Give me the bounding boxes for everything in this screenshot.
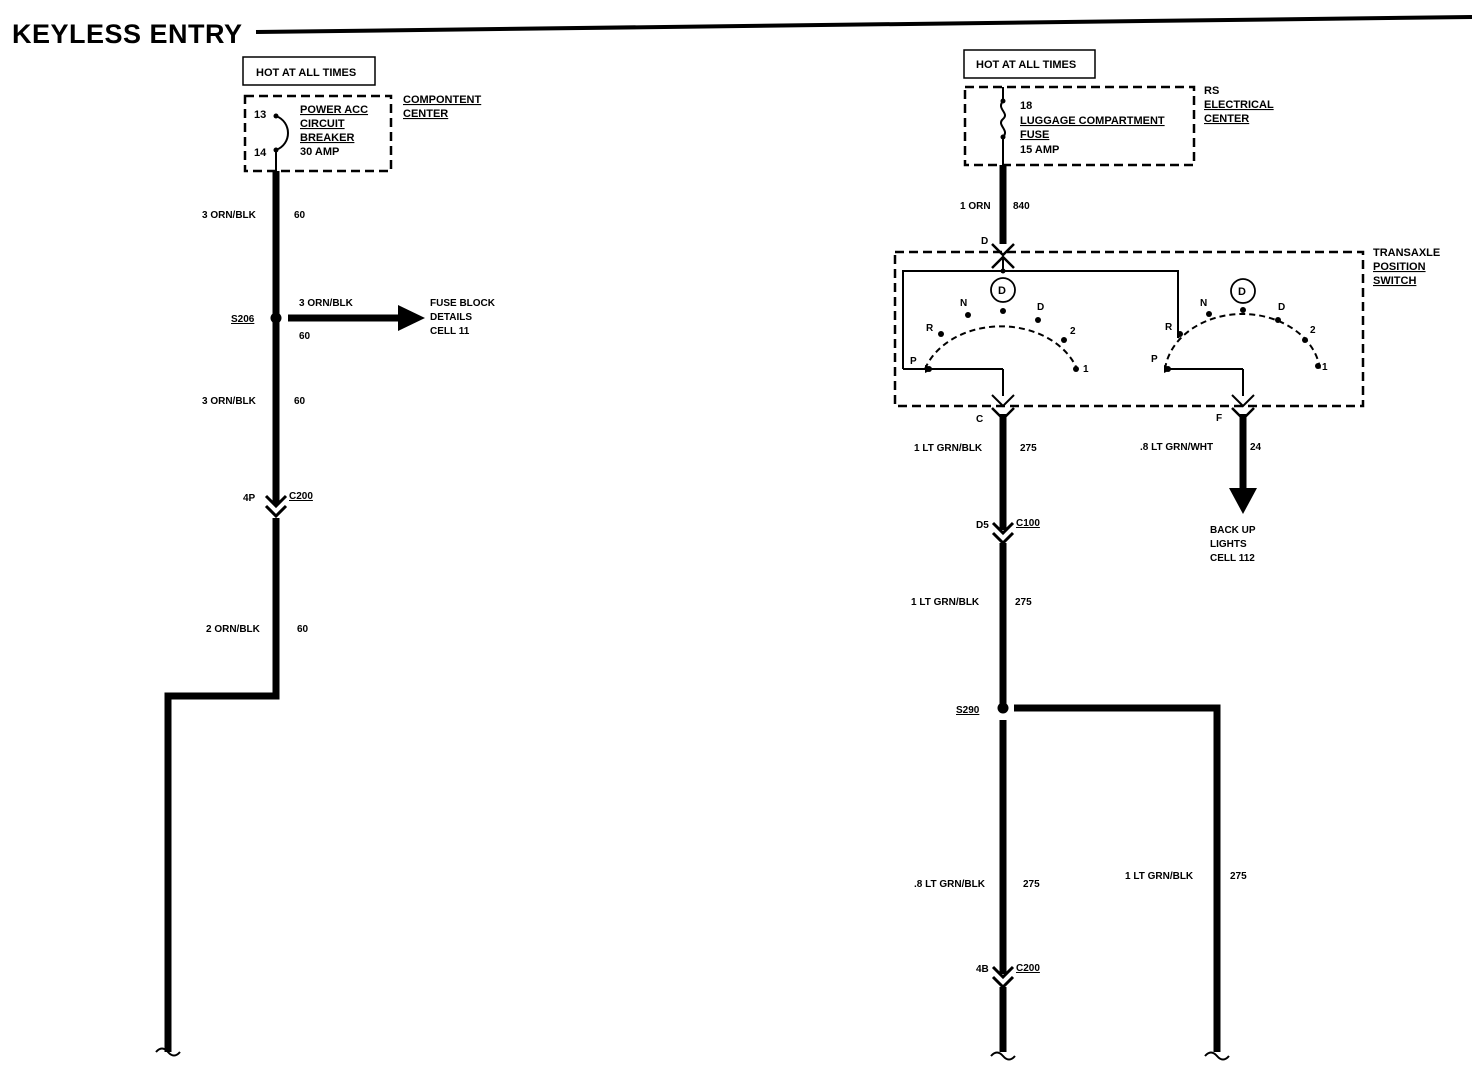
break-icon-right-2 bbox=[1204, 1051, 1230, 1061]
fuse-line-2: FUSE bbox=[1020, 129, 1049, 141]
wire-275-upper-label: 1 LT GRN/BLK bbox=[914, 443, 983, 454]
rs-center-label-1: RS bbox=[1204, 85, 1219, 97]
wire-275-lower-circuit: 275 bbox=[1023, 879, 1040, 890]
rs-electrical-center-box bbox=[963, 85, 1196, 167]
fuse-number: 18 bbox=[1020, 100, 1032, 112]
branch-wire-label: 3 ORN/BLK bbox=[299, 298, 354, 309]
breaker-line-1: POWER ACC bbox=[300, 104, 368, 116]
wire-275-branch-label: 1 LT GRN/BLK bbox=[1125, 871, 1194, 882]
wire-60-middle-label: 3 ORN/BLK bbox=[202, 396, 257, 407]
fuse-block-line-3: CELL 11 bbox=[430, 326, 470, 337]
branch-arrow-icon bbox=[398, 305, 425, 331]
wire-275-lower-label: .8 LT GRN/BLK bbox=[914, 879, 986, 890]
switch-label-2: POSITION bbox=[1373, 261, 1426, 273]
switch-right-pos-d: D bbox=[1278, 302, 1285, 313]
switch-left-pos-d: D bbox=[1037, 302, 1044, 313]
wire-60-middle-circuit: 60 bbox=[294, 396, 306, 407]
connector-c200-right-pin: 4B bbox=[976, 964, 989, 975]
pin-c-label: C bbox=[976, 414, 983, 425]
switch-left-pos-r: R bbox=[926, 323, 934, 334]
connector-c100-label: C100 bbox=[1016, 518, 1040, 529]
switch-right-pos-p: P bbox=[1151, 354, 1158, 365]
wire-840-label: 1 ORN bbox=[960, 201, 991, 212]
switch-label-3: SWITCH bbox=[1373, 275, 1416, 287]
switch-right-badge: D bbox=[1238, 286, 1246, 298]
circuit-breaker-icon bbox=[273, 113, 289, 171]
transaxle-switch-box bbox=[893, 250, 1365, 408]
right-circuit: HOT AT ALL TIMES 18 LUGGAGE COMPARTMENT … bbox=[893, 49, 1440, 1061]
switch-right-pos-1: 1 bbox=[1322, 362, 1328, 373]
switch-right-pos-n: N bbox=[1200, 298, 1207, 309]
wire-24-circuit: 24 bbox=[1250, 442, 1262, 453]
connector-c100-pin: D5 bbox=[976, 520, 989, 531]
switch-right-pos-r: R bbox=[1165, 322, 1173, 333]
wire-275-branch bbox=[1014, 704, 1221, 1052]
splice-s206-label: S206 bbox=[231, 314, 255, 325]
wire-275-middle-circuit: 275 bbox=[1015, 597, 1032, 608]
splice-s290-dot bbox=[997, 702, 1009, 714]
breaker-pin-14: 14 bbox=[254, 147, 267, 159]
wire-60-lower-label: 2 ORN/BLK bbox=[206, 624, 261, 635]
switch-left-pos-n: N bbox=[960, 298, 967, 309]
breaker-pin-13: 13 bbox=[254, 109, 266, 121]
break-icon-left bbox=[155, 1047, 181, 1057]
wire-60-lower bbox=[164, 518, 280, 1052]
switch-left-pos-2: 2 bbox=[1070, 326, 1076, 337]
wire-275-upper-circuit: 275 bbox=[1020, 443, 1037, 454]
switch-label-1: TRANSAXLE bbox=[1373, 247, 1440, 259]
fuse-block-line-2: DETAILS bbox=[430, 312, 472, 323]
pin-d-label: D bbox=[981, 236, 988, 247]
fuse-icon bbox=[1000, 87, 1006, 165]
backup-arrow-icon bbox=[1229, 488, 1257, 514]
wire-60-upper-circuit: 60 bbox=[294, 210, 306, 221]
hot-at-all-times-box bbox=[242, 56, 376, 86]
fuse-line-3: 15 AMP bbox=[1020, 144, 1059, 156]
breaker-line-3: BREAKER bbox=[300, 132, 354, 144]
switch-right-pos-2: 2 bbox=[1310, 325, 1316, 336]
connector-c200-icon bbox=[264, 494, 288, 519]
wire-60-upper-label: 3 ORN/BLK bbox=[202, 210, 257, 221]
rs-center-label-2: ELECTRICAL bbox=[1204, 99, 1274, 111]
bus-junction-dot bbox=[1000, 268, 1006, 274]
wire-275-middle-label: 1 LT GRN/BLK bbox=[911, 597, 980, 608]
breaker-line-2: CIRCUIT bbox=[300, 118, 345, 130]
hot-at-all-times-label-right: HOT AT ALL TIMES bbox=[976, 59, 1076, 71]
backup-lights-line-2: LIGHTS bbox=[1210, 539, 1247, 550]
wire-60-lower-circuit: 60 bbox=[297, 624, 309, 635]
component-center-label-2: CENTER bbox=[403, 108, 448, 120]
diagram-title: KEYLESS ENTRY bbox=[12, 19, 243, 49]
switch-left-badge: D bbox=[998, 285, 1006, 297]
component-center-box bbox=[243, 94, 393, 173]
component-center-label-1: COMPONTENT bbox=[403, 94, 482, 106]
fuse-line-1: LUGGAGE COMPARTMENT bbox=[1020, 115, 1165, 127]
wire-24-label: .8 LT GRN/WHT bbox=[1140, 442, 1213, 453]
wire-275-branch-circuit: 275 bbox=[1230, 871, 1247, 882]
splice-s290-label: S290 bbox=[956, 705, 980, 716]
pin-f-label: F bbox=[1216, 413, 1222, 424]
switch-left: D P R N D 2 1 bbox=[903, 277, 1089, 408]
rs-center-label-3: CENTER bbox=[1204, 113, 1249, 125]
connector-c200-label: C200 bbox=[289, 491, 313, 502]
hot-at-all-times-box-right bbox=[963, 49, 1096, 79]
header-rule bbox=[255, 15, 1472, 34]
backup-lights-line-1: BACK UP bbox=[1210, 525, 1256, 536]
fuse-block-line-1: FUSE BLOCK bbox=[430, 298, 496, 309]
switch-left-pos-1: 1 bbox=[1083, 364, 1089, 375]
breaker-line-4: 30 AMP bbox=[300, 146, 339, 158]
switch-left-pos-p: P bbox=[910, 356, 917, 367]
connector-c200-pin: 4P bbox=[243, 493, 256, 504]
hot-at-all-times-label: HOT AT ALL TIMES bbox=[256, 67, 356, 79]
left-circuit: HOT AT ALL TIMES 13 14 POWER ACC CIRCUIT… bbox=[155, 56, 496, 1057]
connector-c200-right-label: C200 bbox=[1016, 963, 1040, 974]
break-icon-right-1 bbox=[990, 1051, 1016, 1061]
switch-right: D P R N D 2 1 bbox=[1151, 278, 1328, 408]
wire-840-circuit: 840 bbox=[1013, 201, 1030, 212]
branch-wire-circuit: 60 bbox=[299, 331, 311, 342]
switch-supply-bus bbox=[902, 257, 1179, 369]
backup-lights-line-3: CELL 112 bbox=[1210, 553, 1255, 564]
